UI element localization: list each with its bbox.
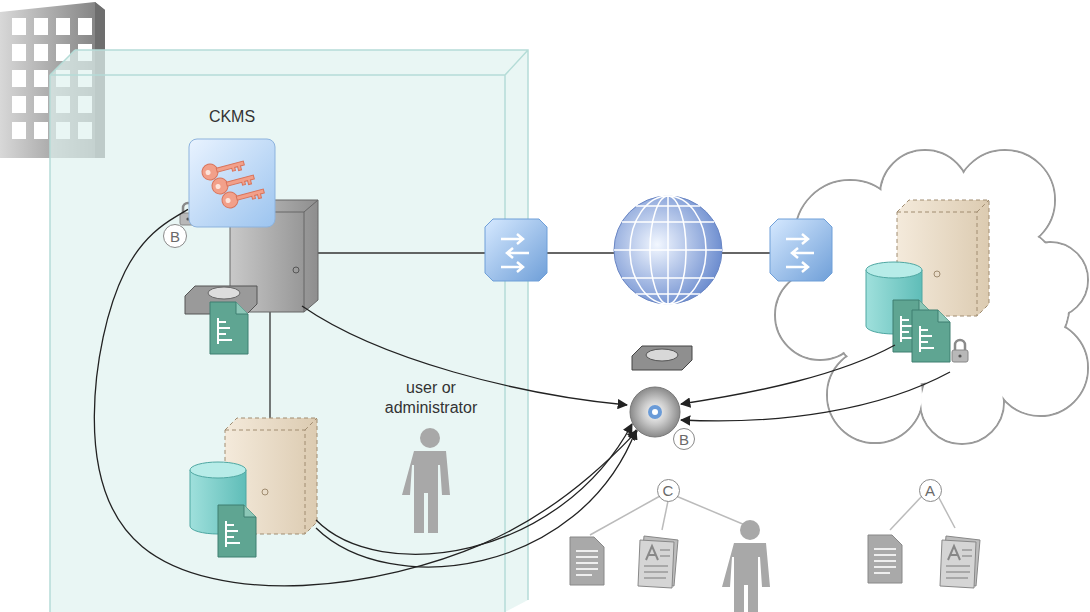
backup-disc: B <box>629 386 681 438</box>
user-figure <box>402 428 450 533</box>
document-icon <box>868 535 902 583</box>
key-manager-box: CKMS <box>188 138 276 228</box>
tree-lines <box>590 496 955 535</box>
document-icon <box>940 536 980 588</box>
storage-server <box>190 418 317 557</box>
cloud-outline <box>775 150 1088 444</box>
callout-letter: C <box>663 483 674 498</box>
document-icon <box>570 537 604 585</box>
internet-globe <box>614 196 722 304</box>
person-figure <box>722 520 770 612</box>
callout-letter: C <box>657 479 680 502</box>
callout-letter: A <box>919 479 942 502</box>
cloud-server <box>866 200 989 362</box>
disc-shape <box>629 386 681 438</box>
copy-arrow <box>302 306 950 567</box>
tape-drive <box>632 346 692 370</box>
key-box <box>188 138 276 228</box>
secure-room <box>50 50 528 612</box>
callout-letter: A <box>925 483 935 498</box>
box-heading: CKMS <box>209 108 255 126</box>
key-transfer-arrow <box>94 209 637 586</box>
callout-letter: B <box>673 428 695 450</box>
document-icon <box>638 536 678 588</box>
network-switch <box>770 219 832 281</box>
role-label: user or administrator <box>378 378 484 418</box>
callout-letter: B <box>170 229 180 244</box>
callout-letter: B <box>163 224 187 248</box>
network-switch <box>485 219 547 281</box>
